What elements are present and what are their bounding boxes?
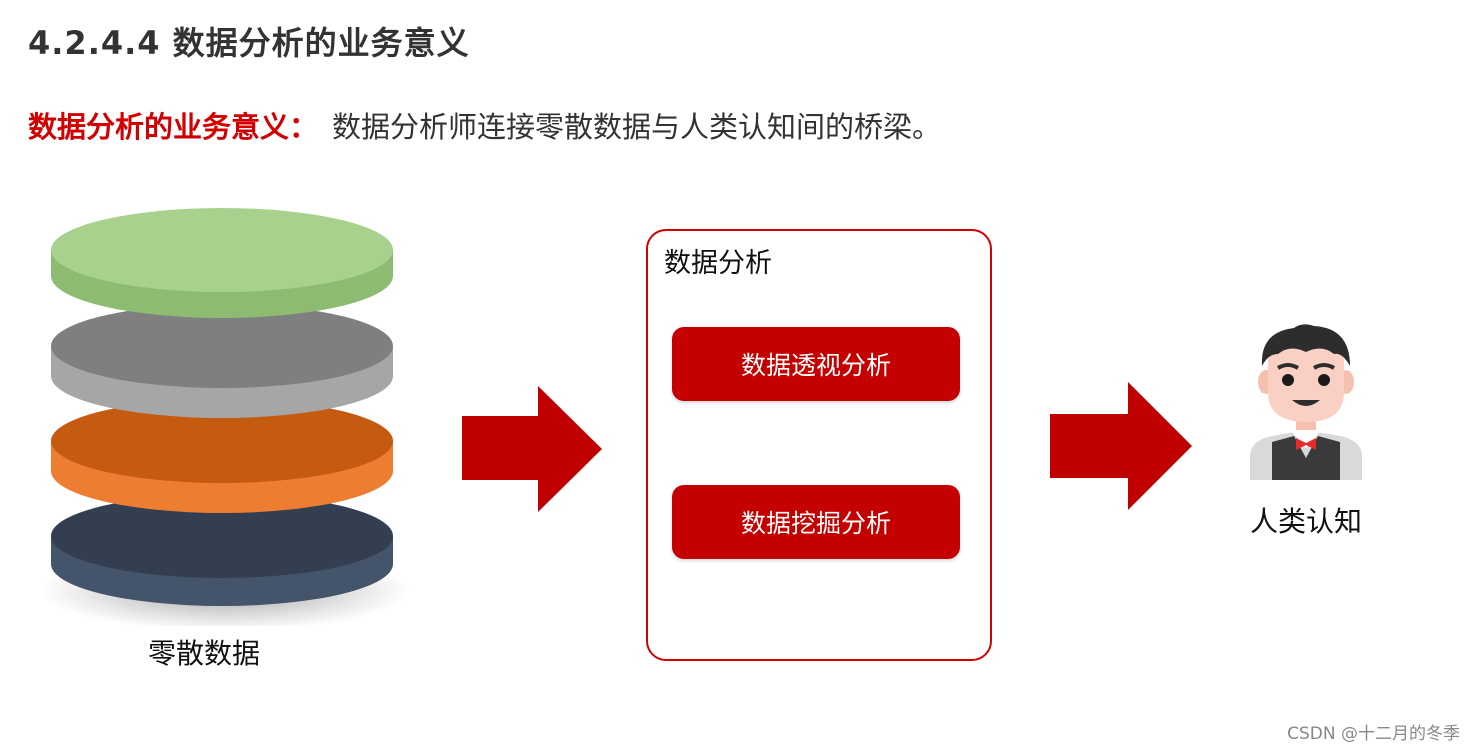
stack-layer-gray: [51, 304, 393, 418]
arrow-right-icon: [1050, 382, 1192, 510]
stack-layer-navy: [51, 494, 393, 606]
person-icon: [1250, 324, 1362, 480]
person-vest: [1272, 436, 1340, 480]
data-stack-graphic: [40, 208, 410, 626]
person-eye-right: [1318, 374, 1330, 386]
stack-layer-orange-top: [51, 399, 393, 483]
stack-layer-green-top: [51, 208, 393, 292]
person-eyebrow-right: [1312, 363, 1336, 370]
analysis-title: 数据分析: [664, 248, 772, 279]
person-eye-left: [1282, 374, 1294, 386]
stack-layer-navy-top: [51, 494, 393, 578]
person-mouth: [1292, 400, 1320, 406]
stack-layer-green: [51, 208, 393, 318]
intro-line: 数据分析的业务意义： 数据分析师连接零散数据与人类认知间的桥梁。: [28, 104, 941, 146]
person-collar: [1292, 426, 1320, 448]
bow-tie-icon: [1296, 438, 1316, 450]
intro-text: 数据分析师连接零散数据与人类认知间的桥梁。: [332, 110, 942, 144]
watermark: CSDN @十二月的冬季: [1287, 724, 1460, 744]
page-heading: 4.2.4.4 数据分析的业务意义: [28, 24, 470, 62]
stack-layer-orange: [51, 399, 393, 513]
person-label: 人类认知: [1250, 505, 1363, 538]
stack-label: 零散数据: [148, 637, 261, 670]
analysis-box: 数据分析 数据透视分析 数据挖掘分析: [646, 229, 992, 661]
method-data-mining: 数据挖掘分析: [672, 485, 960, 559]
person-face: [1268, 340, 1344, 422]
person-eyebrow-left: [1276, 363, 1300, 370]
arrow-right-icon: [462, 386, 602, 512]
person-hair: [1261, 324, 1350, 366]
stack-layer-gray-top: [51, 304, 393, 388]
method-pivot-analysis: 数据透视分析: [672, 327, 960, 401]
intro-label: 数据分析的业务意义：: [28, 110, 319, 144]
